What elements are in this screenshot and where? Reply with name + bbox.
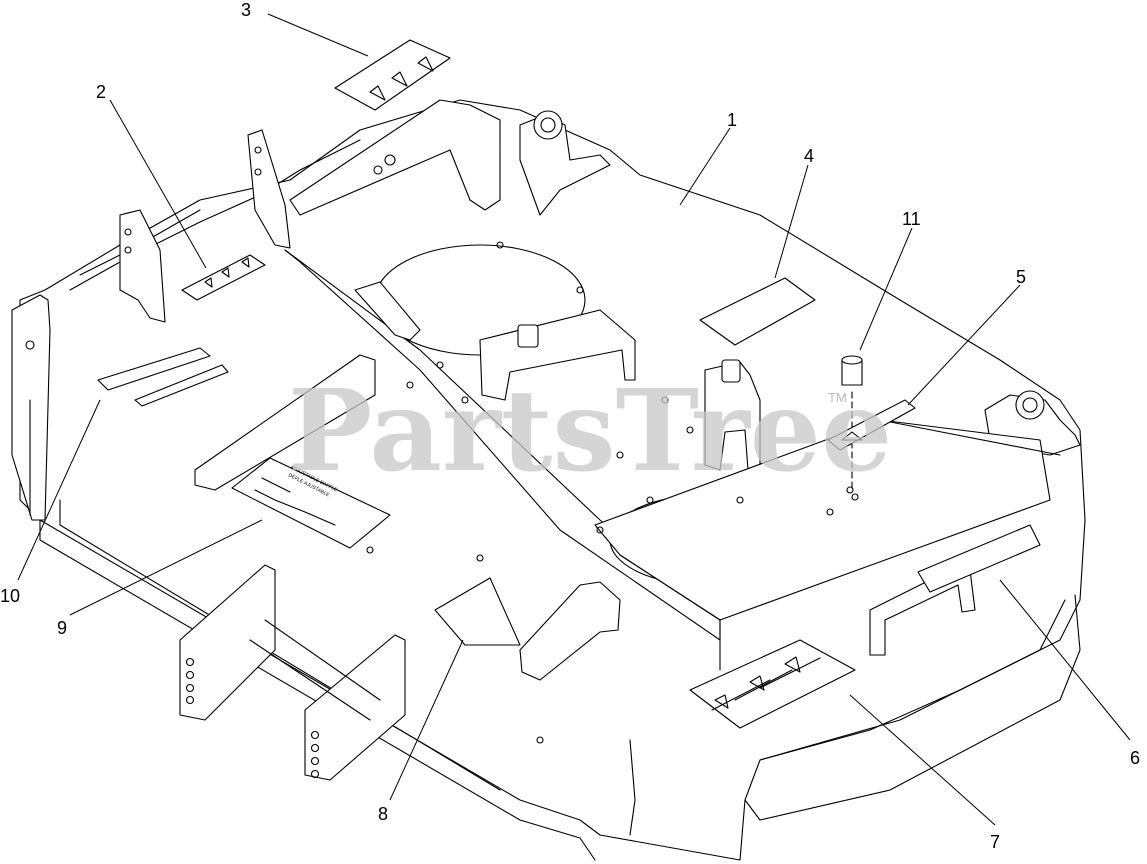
- leader-1: [679, 127, 731, 206]
- callout-1: 1: [727, 110, 737, 130]
- callout-3: 3: [241, 0, 251, 20]
- callout-10: 10: [0, 586, 20, 606]
- watermark-trademark: TM: [828, 390, 847, 405]
- decal-7: [689, 639, 856, 729]
- callout-9: 9: [57, 618, 67, 638]
- leader-3: [267, 13, 369, 57]
- leader-11: [859, 227, 913, 351]
- callout-7: 7: [990, 832, 1000, 852]
- decal-5: [827, 399, 916, 451]
- callout-5: 5: [1016, 267, 1026, 287]
- leader-4: [774, 164, 809, 279]
- decal-4: [699, 277, 816, 346]
- callout-2: 2: [96, 82, 106, 102]
- decal-8: [434, 577, 521, 646]
- leader-8: [389, 639, 464, 801]
- leader-9: [69, 519, 263, 616]
- decal-10: [97, 347, 211, 391]
- callout-6: 6: [1130, 748, 1140, 768]
- leader-5: [907, 284, 1021, 406]
- callout-8: 8: [378, 804, 388, 824]
- leader-6: [999, 579, 1131, 741]
- leader-2: [109, 99, 207, 269]
- decal-2: [181, 254, 266, 301]
- callout-4: 4: [804, 146, 814, 166]
- watermark: PartsTree: [288, 366, 892, 497]
- decal-6: [917, 524, 1041, 593]
- leader-10: [17, 399, 101, 581]
- leader-lines: [17, 13, 1131, 826]
- decal-3: [334, 39, 451, 111]
- callout-11: 11: [902, 209, 921, 229]
- leader-7: [849, 694, 996, 826]
- bolt-holes: [366, 154, 859, 744]
